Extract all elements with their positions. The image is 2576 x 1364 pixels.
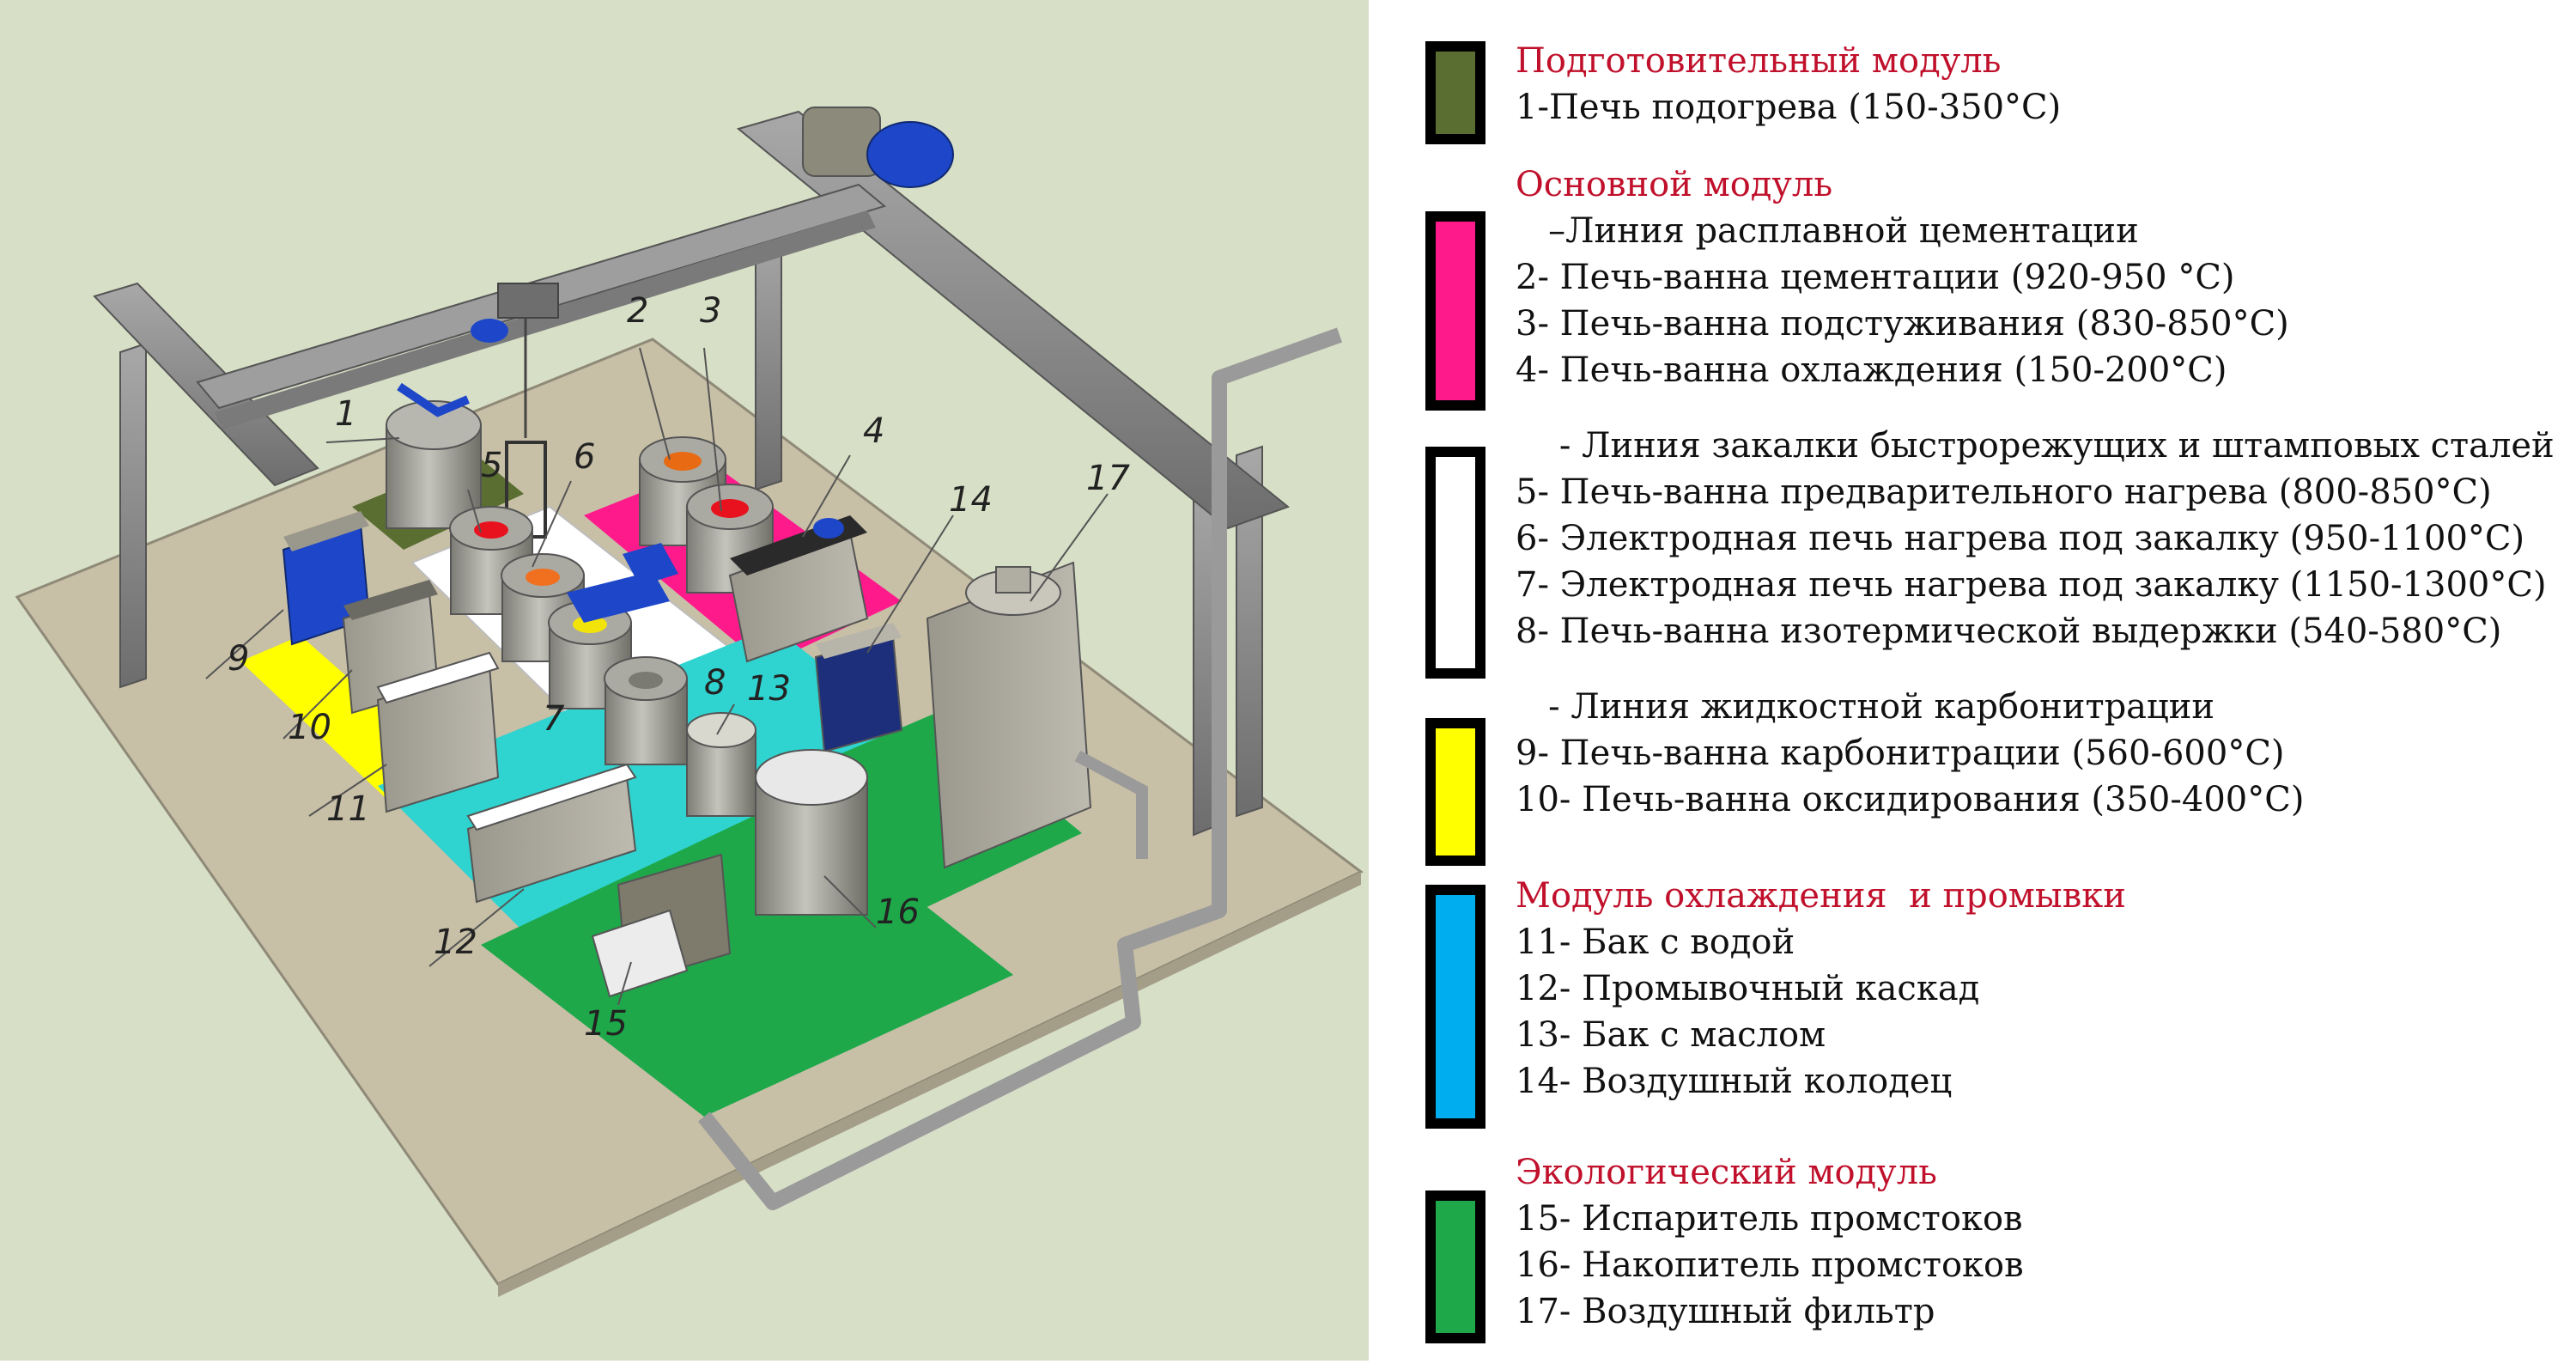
label-13: 13 [747,669,791,709]
label-9: 9 [228,639,249,679]
legend-heading-ecology: Экологический модуль [1516,1153,1937,1192]
legend: Подготовительный модуль 1-Печь подогрева… [1408,0,2576,1361]
crane-bridge-2 [215,210,876,429]
legend-block-main: Основной модуль –Линия расплавной цемент… [1516,161,2289,393]
legend-item-6: 6- Электродная печь нагрева под закалку … [1516,519,2525,558]
furnace-7-melt [573,616,607,633]
label-1: 1 [335,394,356,434]
legend-item-13: 13- Бак с маслом [1516,1015,1826,1055]
legend-item-5: 5- Печь-ванна предварительного нагрева (… [1516,472,2492,512]
hoist [497,283,559,319]
crane-motor [866,121,954,188]
bath-9-top [283,511,369,551]
label-14: 14 [949,480,993,520]
legend-item-12: 12- Промывочный каскад [1516,969,1980,1008]
legend-item-9: 9- Печь-ванна карбонитрации (560-600°C) [1516,734,2285,773]
legend-swatch-cementation [1425,211,1485,411]
legend-swatch-ecology [1425,1190,1485,1343]
tank-13-top [686,712,756,748]
exhaust-pipe-branch [1074,750,1148,859]
exhaust-pipe [697,327,1343,1210]
label-10: 10 [288,708,331,747]
legend-heading-cooling: Модуль охлаждения и промывки [1516,876,2126,916]
label-7: 7 [543,699,565,739]
legend-item-15: 15- Испаритель промстоков [1516,1199,2023,1239]
bath-3-melt [711,499,749,518]
crane-column-right-2 [1236,445,1263,818]
plant-layout-svg: 1 2 3 4 5 6 7 8 9 10 11 12 13 14 15 16 1… [0,0,1369,1361]
legend-item-1: 1-Печь подогрева (150-350°C) [1516,88,2062,127]
tank-11-top [376,651,500,704]
label-2: 2 [627,291,648,331]
bath-5-melt [474,521,508,539]
label-12: 12 [434,923,477,962]
legend-item-3: 3- Печь-ванна подстуживания (830-850°C) [1516,304,2289,344]
legend-item-17: 17- Воздушный фильтр [1516,1292,1935,1331]
label-11: 11 [326,789,370,829]
bath-2-melt [664,452,702,471]
label-3: 3 [700,291,721,331]
legend-swatch-prep [1425,41,1485,144]
legend-line-cementation: –Линия расплавной цементации [1516,211,2139,251]
bath-8-melt [629,672,663,689]
crane-gearbox [802,107,881,177]
legend-line-hardening: - Линия закалки быстрорежущих и штамповы… [1516,426,2555,466]
legend-block-hardening: - Линия закалки быстрорежущих и штамповы… [1516,423,2555,655]
label-8: 8 [704,663,726,703]
bath-4-motor [813,518,844,539]
furnace-1-top [386,400,482,450]
crane-column-back [755,223,782,491]
washer-12-top [466,763,637,831]
label-15: 15 [584,1004,628,1044]
legend-swatch-hardening [1425,447,1485,679]
legend-item-7: 7- Электродная печь нагрева под закалку … [1516,565,2547,605]
filter-17-cap [995,566,1031,594]
crane-column-left [119,342,147,689]
legend-block-cooling: Модуль охлаждения и промывки 11- Бак с в… [1516,873,2126,1105]
hoist-motor [471,319,508,343]
plant-layout-illustration: 1 2 3 4 5 6 7 8 9 10 11 12 13 14 15 16 1… [0,0,1369,1361]
legend-item-11: 11- Бак с водой [1516,923,1795,962]
tank-16-top [755,749,868,806]
label-6: 6 [574,437,595,477]
legend-heading-prep: Подготовительный модуль [1516,41,2002,81]
legend-block-ecology: Экологический модуль 15- Испаритель пром… [1516,1149,2024,1335]
legend-item-10: 10- Печь-ванна оксидирования (350-400°C) [1516,780,2305,819]
furnace-6-melt [526,569,560,586]
legend-item-2: 2- Печь-ванна цементации (920-950 °C) [1516,258,2235,297]
legend-item-4: 4- Печь-ванна охлаждения (150-200°C) [1516,350,2227,390]
label-17: 17 [1086,459,1130,498]
legend-item-8: 8- Печь-ванна изотермической выдержки (5… [1516,612,2502,651]
legend-block-prep: Подготовительный модуль 1-Печь подогрева… [1516,38,2061,131]
legend-line-carbonitration: - Линия жидкостной карбонитрации [1516,687,2215,727]
evaporator-15-table [591,909,689,998]
crane-rail-right [736,110,1291,530]
leader-lines [205,347,1109,1006]
legend-item-16: 16- Накопитель промстоков [1516,1245,2024,1285]
furnace-1-lid-handle [397,382,470,417]
label-5: 5 [481,446,502,485]
legend-swatch-carbonitration [1425,718,1485,866]
legend-block-carbonitration: - Линия жидкостной карбонитрации 9- Печь… [1516,684,2304,823]
label-16: 16 [876,892,920,932]
bath-10-top [343,580,438,620]
legend-heading-main: Основной модуль [1516,165,1833,204]
cementation-blue-cabinet [623,543,678,586]
label-4: 4 [863,411,884,451]
legend-item-14: 14- Воздушный колодец [1516,1062,1953,1101]
floor-edge [498,872,1361,1297]
legend-swatch-cooling [1425,885,1485,1129]
